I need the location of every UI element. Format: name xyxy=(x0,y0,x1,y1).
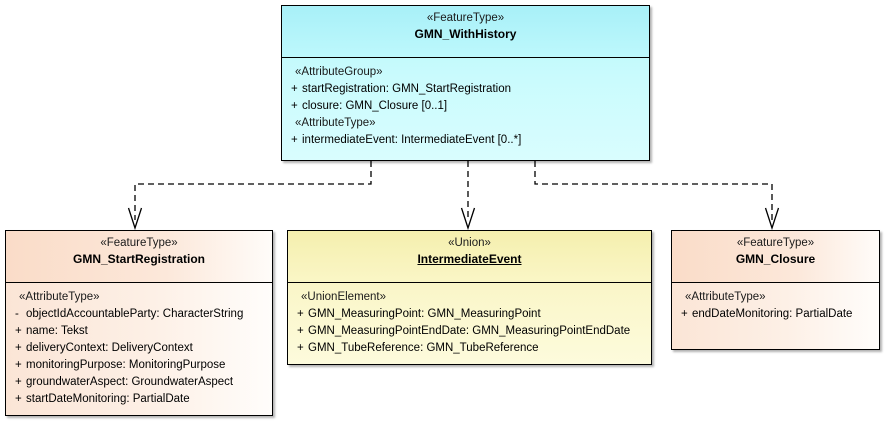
arrow-head-open xyxy=(460,207,476,231)
class-box-gmn-start-registration[interactable]: «FeatureType» GMN_StartRegistration «Att… xyxy=(5,230,273,416)
attribute-row[interactable]: + name: Tekst xyxy=(6,323,272,340)
class-box-gmn-closure[interactable]: «FeatureType» GMN_Closure «AttributeType… xyxy=(671,230,880,350)
attribute-signature: startDateMonitoring: PartialDate xyxy=(26,393,190,405)
attribute-signature: GMN_TubeReference: GMN_TubeReference xyxy=(308,342,539,354)
attribute-signature: deliveryContext: DeliveryContext xyxy=(26,342,193,354)
class-header-gmn-closure: «FeatureType» GMN_Closure xyxy=(672,231,879,283)
attribute-signature: endDateMonitoring: PartialDate xyxy=(692,308,853,320)
attribute-row[interactable]: + intermediateEvent: IntermediateEvent [0… xyxy=(282,132,649,149)
attribute-row[interactable]: + monitoringPurpose: MonitoringPurpose xyxy=(6,357,272,374)
connector-line xyxy=(134,161,372,220)
visibility-marker: - xyxy=(15,308,19,320)
class-title: GMN_StartRegistration xyxy=(72,252,206,266)
visibility-marker: + xyxy=(15,359,22,371)
attribute-signature: startRegistration: GMN_StartRegistration xyxy=(302,83,511,95)
attribute-row[interactable]: + deliveryContext: DeliveryContext xyxy=(6,340,272,357)
visibility-marker: + xyxy=(15,393,22,405)
class-title: IntermediateEvent xyxy=(417,252,522,266)
attribute-row[interactable]: + startDateMonitoring: PartialDate xyxy=(6,391,272,408)
attribute-group-label: «UnionElement» xyxy=(301,291,387,303)
class-body-intermediate-event: «UnionElement» + GMN_MeasuringPoint: GMN_… xyxy=(288,283,651,364)
class-header-gmn-start-registration: «FeatureType» GMN_StartRegistration xyxy=(6,231,272,283)
connector-to-gmn-startregistration[interactable] xyxy=(127,161,372,231)
attribute-row[interactable]: + GMN_MeasuringPoint: GMN_MeasuringPoint xyxy=(288,306,651,323)
attribute-signature: groundwaterAspect: GroundwaterAspect xyxy=(26,376,234,388)
visibility-marker: + xyxy=(291,100,298,112)
class-stereotype: «Union» xyxy=(448,237,491,249)
class-box-intermediate-event[interactable]: «Union» IntermediateEvent «UnionElement»… xyxy=(287,230,652,365)
attribute-row[interactable]: + startRegistration: GMN_StartRegistratio… xyxy=(282,81,649,98)
class-header-intermediate-event: «Union» IntermediateEvent xyxy=(288,231,651,283)
visibility-marker: + xyxy=(681,308,688,320)
class-box-gmn-with-history[interactable]: «FeatureType» GMN_WithHistory «Attribute… xyxy=(281,5,650,161)
visibility-marker: + xyxy=(297,308,304,320)
attribute-signature: name: Tekst xyxy=(26,325,88,337)
class-header-gmn-with-history: «FeatureType» GMN_WithHistory xyxy=(282,6,649,58)
class-stereotype: «FeatureType» xyxy=(426,12,505,24)
visibility-marker: + xyxy=(15,325,22,337)
visibility-marker: + xyxy=(291,83,298,95)
visibility-marker: + xyxy=(291,134,298,146)
attribute-row[interactable]: + closure: GMN_Closure [0..1] xyxy=(282,98,649,115)
attribute-signature: GMN_MeasuringPointEndDate: GMN_Measuring… xyxy=(308,325,631,337)
attribute-signature: closure: GMN_Closure [0..1] xyxy=(302,100,448,112)
attribute-row[interactable]: + GMN_TubeReference: GMN_TubeReference xyxy=(288,340,651,357)
attribute-signature: GMN_MeasuringPoint: GMN_MeasuringPoint xyxy=(308,308,541,320)
visibility-marker: + xyxy=(297,325,304,337)
attribute-group-label: «AttributeType» xyxy=(685,291,766,303)
attribute-group-label: «AttributeType» xyxy=(295,117,376,129)
arrow-head-open xyxy=(764,207,780,231)
connector-line xyxy=(534,161,773,220)
class-stereotype: «FeatureType» xyxy=(736,237,815,249)
attribute-row[interactable]: + groundwaterAspect: GroundwaterAspect xyxy=(6,374,272,391)
class-body-gmn-closure: «AttributeType» + endDateMonitoring: Part… xyxy=(672,283,879,349)
visibility-marker: + xyxy=(15,342,22,354)
arrow-head-open xyxy=(127,207,143,231)
class-title: GMN_WithHistory xyxy=(414,27,517,41)
attribute-signature: intermediateEvent: IntermediateEvent [0.… xyxy=(302,134,522,146)
connector-to-intermediateevent[interactable] xyxy=(460,161,476,231)
class-body-gmn-start-registration: «AttributeType» -objectIdAccountablePart… xyxy=(6,283,272,415)
class-title: GMN_Closure xyxy=(735,252,816,266)
class-stereotype: «FeatureType» xyxy=(100,237,178,249)
visibility-marker: + xyxy=(297,342,304,354)
class-body-gmn-with-history: «AttributeGroup» + startRegistration: GMN… xyxy=(282,58,649,160)
connector-to-gmn-closure[interactable] xyxy=(534,161,780,231)
attribute-signature: objectIdAccountableParty: CharacterStrin… xyxy=(26,308,244,320)
attribute-group-label: «AttributeType» xyxy=(19,291,100,303)
attribute-signature: monitoringPurpose: MonitoringPurpose xyxy=(26,359,226,371)
visibility-marker: + xyxy=(15,376,22,388)
attribute-row[interactable]: + endDateMonitoring: PartialDate xyxy=(672,306,879,323)
attribute-row[interactable]: -objectIdAccountableParty: CharacterStri… xyxy=(6,306,272,323)
attribute-group-label: «AttributeGroup» xyxy=(295,66,383,78)
attribute-row[interactable]: + GMN_MeasuringPointEndDate: GMN_Measurin… xyxy=(288,323,651,340)
